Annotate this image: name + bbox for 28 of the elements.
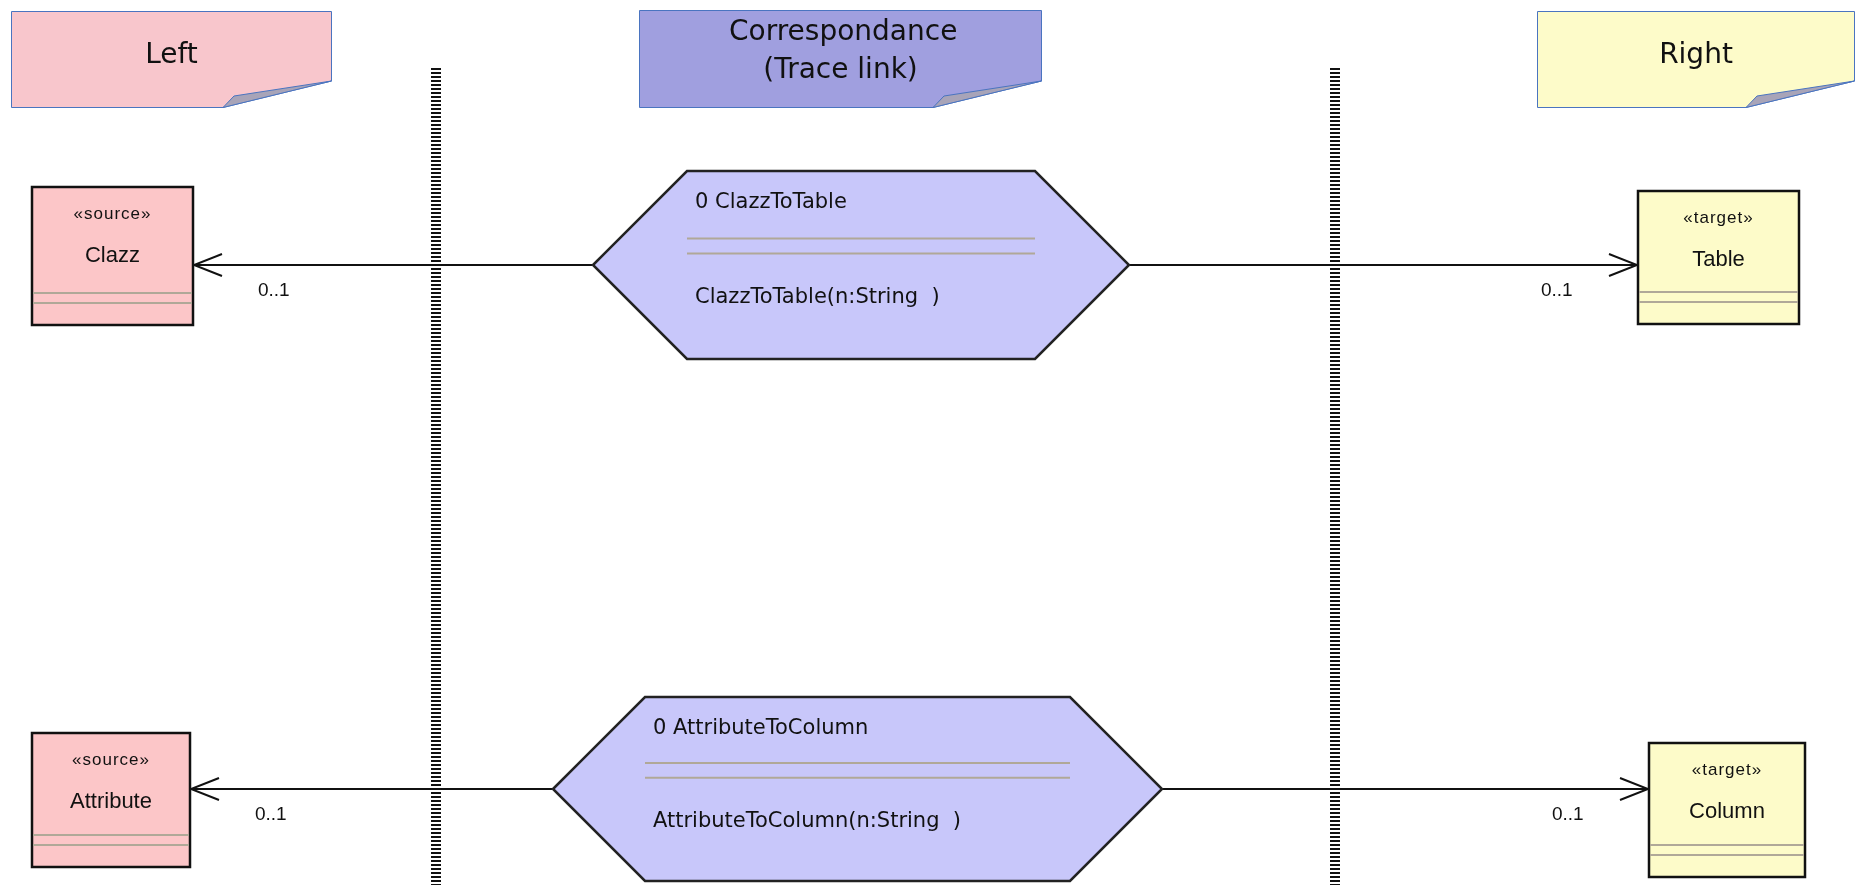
association-arrow (1162, 777, 1649, 801)
association-arrow (190, 777, 553, 801)
class-name: Attribute (69, 788, 153, 814)
class-box (1637, 190, 1800, 325)
class-name: Clazz (84, 242, 141, 268)
class-box (31, 732, 191, 868)
class-box (31, 186, 194, 326)
sticky-note (1537, 11, 1855, 108)
association-arrow (193, 253, 593, 277)
operation-text: ClazzToTable(n:String ) (695, 284, 940, 308)
association-arrow (1129, 253, 1638, 277)
class-name: Column (1688, 798, 1766, 824)
trace-link-hexagon (592, 170, 1130, 360)
class-name: Table (1691, 246, 1746, 272)
sticky-note (11, 11, 332, 108)
class-box (1648, 742, 1806, 878)
trace-link-hexagon (552, 696, 1163, 882)
stereotype-label: «source» (72, 204, 153, 224)
class-name: 0 AttributeToColumn (653, 714, 869, 739)
stereotype-label: «target» (1690, 760, 1764, 780)
stereotype-label: «source» (71, 750, 151, 770)
operation-text: AttributeToColumn(n:String ) (653, 807, 962, 832)
sticky-note (639, 10, 1042, 108)
class-name: 0 ClazzToTable (695, 189, 847, 213)
note-text: Right (1658, 36, 1734, 72)
note-text: Left (144, 36, 199, 72)
note-text: Correspondance (Trace link) (728, 13, 959, 87)
stereotype-label: «target» (1682, 208, 1755, 228)
